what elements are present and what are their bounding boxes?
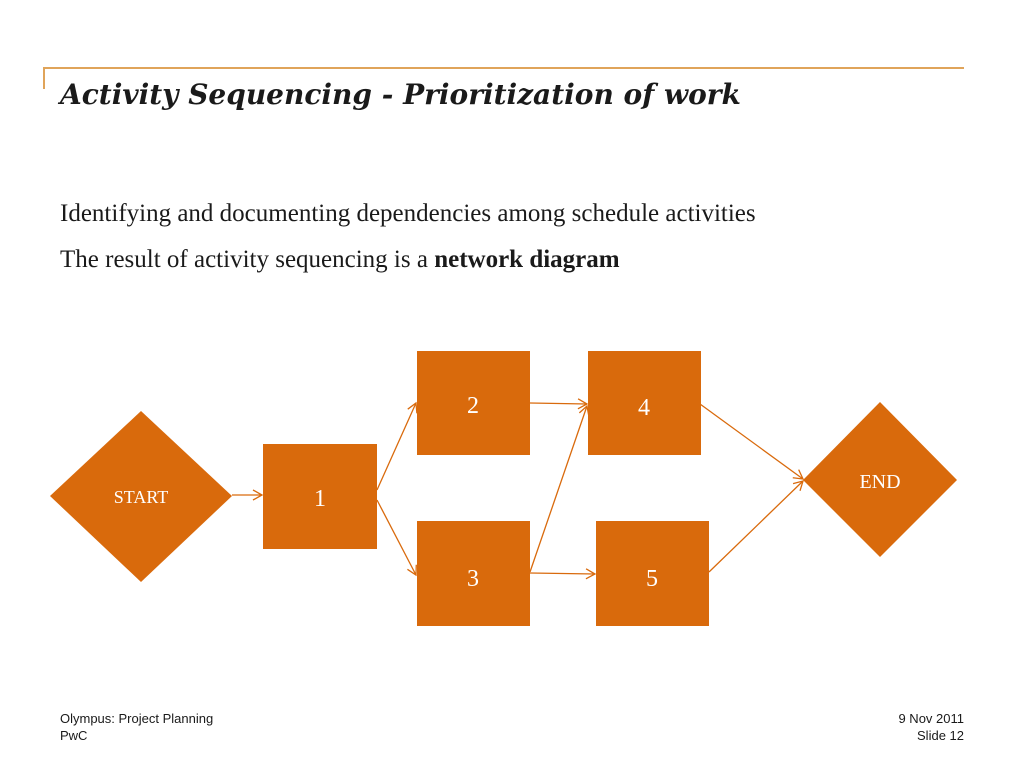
node-4-label: 4 <box>638 395 650 421</box>
arrow-3-to-4 <box>529 404 590 573</box>
footer-slide-number: Slide 12 <box>917 728 964 743</box>
body-line-2-emphasis: network diagram <box>434 246 620 273</box>
footer-project-name: Olympus: Project Planning <box>60 711 214 726</box>
node-4: 4 <box>588 351 701 455</box>
footer-date: 9 Nov 2011 <box>898 711 964 726</box>
node-start-label: START <box>114 487 168 507</box>
node-1-label: 1 <box>314 486 326 512</box>
top-rule <box>43 67 964 69</box>
footer-company: PwC <box>60 728 88 743</box>
node-2: 2 <box>417 351 530 455</box>
arrow-2-to-4 <box>529 398 589 410</box>
node-start: START <box>50 411 232 582</box>
node-5: 5 <box>596 521 709 626</box>
slide-title: Activity Sequencing - Prioritization of … <box>60 78 741 111</box>
node-2-label: 2 <box>467 393 479 419</box>
body-line-2-text: The result of activity sequencing is a <box>60 246 435 273</box>
body-line-2: The result of activity sequencing is a n… <box>60 246 620 274</box>
node-1: 1 <box>263 444 377 549</box>
arrow-1-to-3 <box>376 499 417 577</box>
footer-left: Olympus: Project Planning PwC <box>60 710 213 744</box>
arrow-1-to-2 <box>376 401 418 491</box>
arrow-3-to-5 <box>529 568 597 580</box>
node-3: 3 <box>417 521 530 626</box>
node-end: END <box>803 402 957 557</box>
node-end-label: END <box>859 471 900 493</box>
body-line-1: Identifying and documenting dependencies… <box>60 200 756 227</box>
arrow-4-to-end <box>699 403 805 480</box>
node-5-label: 5 <box>646 566 658 592</box>
node-3-label: 3 <box>467 566 479 592</box>
arrow-5-to-end <box>708 480 804 573</box>
footer-right: 9 Nov 2011 Slide 12 <box>898 710 964 744</box>
top-rule-tick <box>43 67 45 89</box>
connector-arrows <box>232 398 805 580</box>
